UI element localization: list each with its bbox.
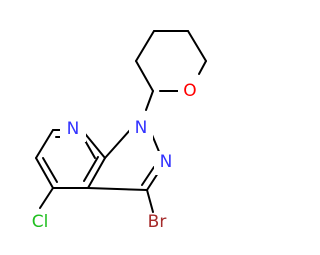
atom-label-n2: N [160,152,173,172]
atom-label-n-pyridine: N [67,119,80,139]
label-bg-n2 [154,151,178,175]
bond-thp-c4-c5 [187,30,207,62]
bond-thp-c1-c2 [135,60,154,92]
bond-c4-cl [39,187,54,209]
bond-n1-thp [145,90,154,111]
label-bg-n1 [129,117,153,141]
bond-thp-c5-o [198,60,207,75]
bond-thp-c2-c3 [135,30,155,62]
bond-c3-br [146,189,154,213]
bond-c5-c4-double [42,157,58,183]
bond-c6-c5 [35,129,54,159]
atom-label-n1: N [135,118,148,138]
atom-labels: N N N O Br Cl [32,80,202,232]
structure-svg: N N N O Br Cl [32,30,207,232]
bond-c3-c3a [87,187,148,191]
bond-c5-c4 [35,157,54,189]
atom-label-cl: Cl [32,212,49,232]
bond-c7a-n1 [104,129,131,159]
bond-n2-c3-double [141,166,155,186]
label-bg-n-pyridine [60,118,86,142]
bond-c3a-c7a-double [83,156,99,182]
atom-label-o: O [183,81,196,101]
bonds [35,30,207,213]
atom-label-br: Br [148,212,167,232]
label-bg-o [178,80,202,104]
molecule-diagram: N N N O Br Cl [31,30,207,232]
bond-c3a-c7a [87,157,106,189]
